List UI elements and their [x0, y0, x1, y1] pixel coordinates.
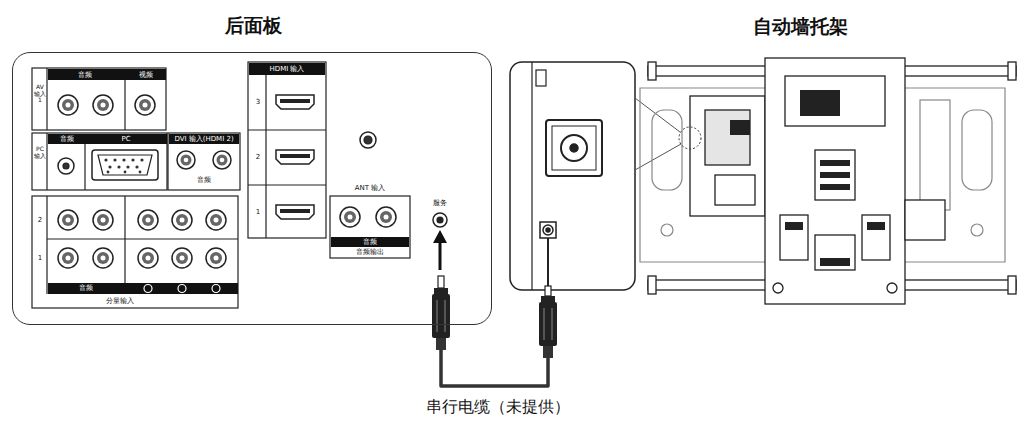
- wall-bracket-area: 自动墙托架: [505, 58, 1020, 301]
- hdmi-port: [276, 95, 314, 219]
- port-label: 音频: [52, 70, 118, 80]
- vga-connector: [92, 150, 158, 180]
- port-label: PC: [88, 134, 164, 144]
- header-strip: [48, 69, 166, 80]
- header-strip: [48, 134, 167, 144]
- port-group: [248, 62, 326, 238]
- port-label: PC 输入: [33, 146, 47, 159]
- port-label: 视频: [128, 70, 164, 80]
- insert-arrow: [433, 230, 447, 270]
- port-label: 音频: [332, 237, 408, 247]
- port-label: 2: [252, 152, 264, 162]
- serial-cable: [441, 301, 548, 386]
- port-label: DVI 输入(HDMI 2): [168, 134, 240, 144]
- port-label: HDMI 输入: [250, 64, 324, 74]
- port-label: ANT 输入: [335, 183, 405, 193]
- port-label: 1: [252, 207, 264, 217]
- header-strip: [48, 283, 238, 294]
- header-strip: [249, 63, 325, 75]
- cable-plug: [432, 276, 450, 350]
- port-group: [32, 133, 167, 190]
- connector-socket: [546, 120, 602, 176]
- header-strip: [169, 134, 239, 144]
- port-label: 音频输出: [332, 247, 408, 257]
- port-group: [168, 133, 240, 190]
- detail-inset: [510, 62, 635, 290]
- port-group: [32, 196, 238, 308]
- port-label: 2: [34, 215, 46, 225]
- cable-caption: 串行电缆（未提供）: [376, 396, 619, 418]
- serial-jack: [540, 222, 556, 238]
- port-label: AV 输入 1: [33, 84, 47, 104]
- cable-plug: [539, 286, 557, 358]
- port-group: [32, 68, 166, 130]
- wall-bracket: [640, 58, 1016, 304]
- port-label: 音频: [50, 134, 84, 144]
- rca-jack: [58, 95, 396, 268]
- panel-heading: 后面板: [9, 13, 497, 37]
- port-label: 3: [252, 97, 264, 107]
- port-label: 分量输入: [50, 296, 190, 306]
- port-group: [330, 196, 410, 258]
- panel-heading: 自动墙托架: [696, 14, 904, 38]
- port-label: 服务: [424, 198, 456, 208]
- port-label: 音频: [172, 175, 236, 185]
- port-label: 1: [34, 253, 46, 263]
- service-jack: [433, 213, 447, 227]
- port-label: 音频: [50, 283, 122, 293]
- mini-jack: [58, 158, 74, 174]
- header-strip: [331, 237, 409, 247]
